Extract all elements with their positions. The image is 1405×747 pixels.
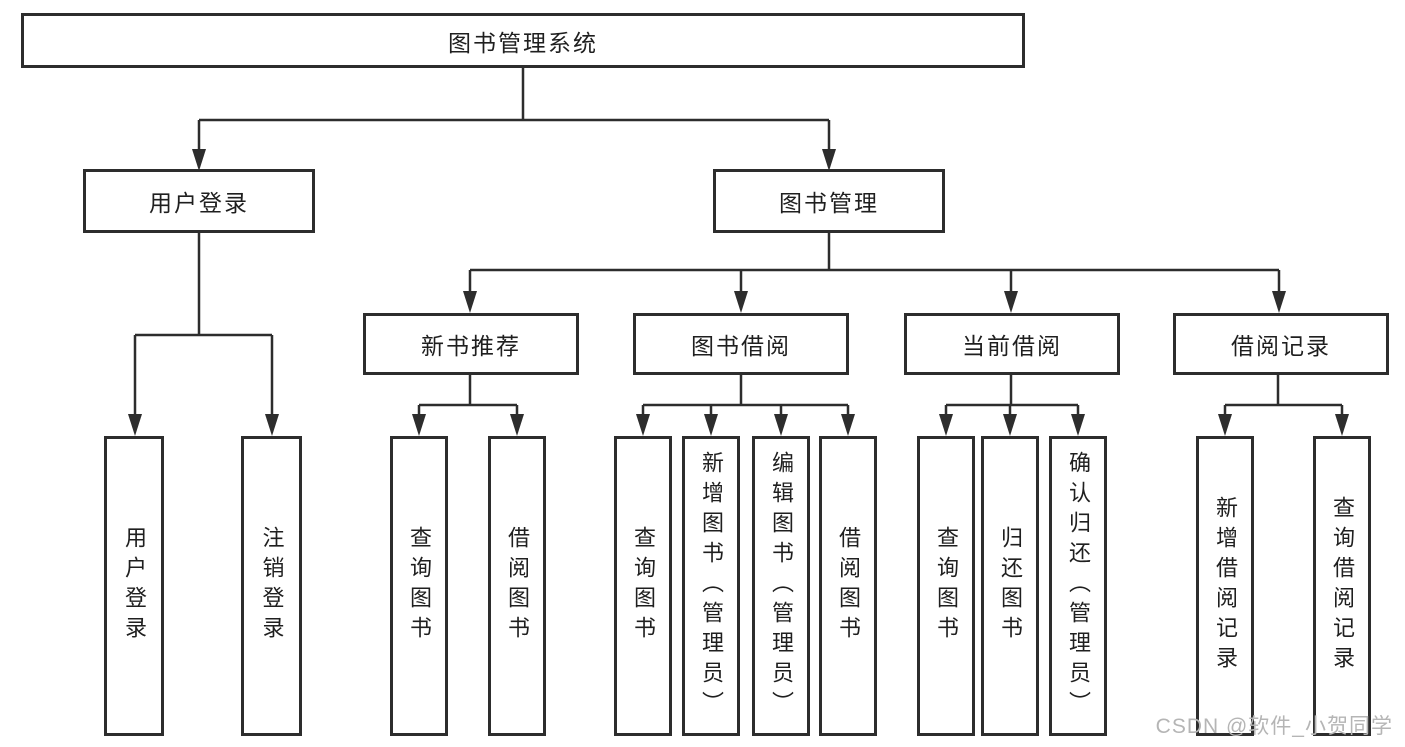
node-book-management: 图书管理 [713, 169, 945, 233]
leaf-query-books-current: 查询图书 [917, 436, 975, 736]
leaf-confirm-return-admin: 确认归还（管理员） [1049, 436, 1107, 736]
node-current-borrowing: 当前借阅 [904, 313, 1120, 375]
arrowhead-icons [128, 149, 1349, 436]
leaf-label: 用户登录 [122, 526, 147, 646]
leaf-query-borrow-record: 查询借阅记录 [1313, 436, 1371, 736]
node-library-management-system: 图书管理系统 [21, 13, 1025, 68]
leaf-label: 借阅图书 [836, 526, 861, 646]
leaf-label: 查询图书 [407, 526, 432, 646]
leaf-label: 新增借阅记录 [1213, 496, 1238, 676]
leaf-label: 查询图书 [631, 526, 656, 646]
leaf-add-books-admin: 新增图书（管理员） [682, 436, 740, 736]
leaf-query-books-recommend: 查询图书 [390, 436, 448, 736]
node-label: 用户登录 [149, 190, 249, 216]
node-label: 新书推荐 [421, 333, 521, 359]
leaf-borrow-books: 借阅图书 [819, 436, 877, 736]
leaf-label: 借阅图书 [505, 526, 530, 646]
csdn-watermark: CSDN @软件_小贺同学 [1155, 715, 1393, 738]
leaf-query-books-borrowing: 查询图书 [614, 436, 672, 736]
node-label: 当前借阅 [962, 333, 1062, 359]
leaf-label: 新增图书（管理员） [699, 451, 724, 721]
leaf-logout: 注销登录 [241, 436, 302, 736]
leaf-edit-books-admin: 编辑图书（管理员） [752, 436, 810, 736]
node-label: 图书管理系统 [448, 29, 598, 56]
leaf-label: 归还图书 [998, 526, 1023, 646]
leaf-label: 注销登录 [259, 526, 285, 646]
node-label: 图书借阅 [691, 333, 791, 359]
node-label: 图书管理 [779, 190, 879, 216]
leaf-label: 确认归还（管理员） [1066, 451, 1091, 721]
node-borrowing-records: 借阅记录 [1173, 313, 1389, 375]
node-book-borrowing: 图书借阅 [633, 313, 849, 375]
leaf-label: 查询借阅记录 [1330, 496, 1355, 676]
leaf-label: 查询图书 [934, 526, 959, 646]
leaf-label: 编辑图书（管理员） [769, 451, 794, 721]
leaf-return-books: 归还图书 [981, 436, 1039, 736]
node-label: 借阅记录 [1231, 333, 1331, 359]
leaf-user-login: 用户登录 [104, 436, 164, 736]
node-new-book-recommend: 新书推荐 [363, 313, 579, 375]
leaf-add-borrow-record: 新增借阅记录 [1196, 436, 1254, 736]
leaf-borrow-books-recommend: 借阅图书 [488, 436, 546, 736]
node-user-login: 用户登录 [83, 169, 315, 233]
